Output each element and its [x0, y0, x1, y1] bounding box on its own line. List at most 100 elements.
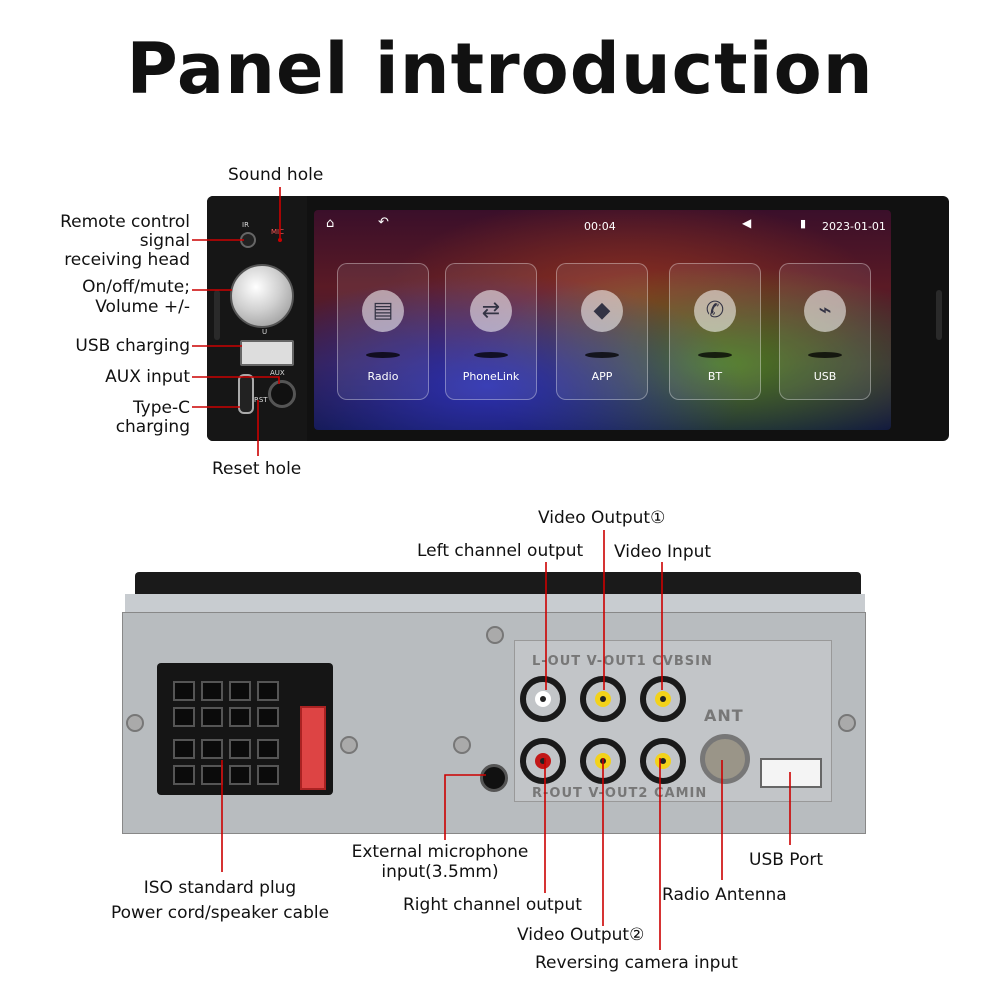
right-clip	[936, 290, 942, 340]
screw	[838, 714, 856, 732]
iso-pin	[257, 739, 279, 759]
iso-connector[interactable]	[157, 663, 333, 795]
iso-pin	[173, 739, 195, 759]
silk-ant: ANT	[704, 706, 744, 725]
screw	[453, 736, 471, 754]
link-icon: ⇄	[470, 290, 512, 332]
rear-usb-port[interactable]	[760, 758, 822, 788]
line-ext-mic	[444, 774, 486, 840]
app-tile-app[interactable]: ◆ APP	[556, 263, 648, 400]
typec-port[interactable]	[238, 374, 254, 414]
rca-video-out1[interactable]	[580, 676, 626, 722]
rst-mark: RST	[254, 396, 268, 404]
tile-shadow	[808, 352, 842, 358]
rca-pin	[660, 758, 666, 764]
iso-pin	[173, 765, 195, 785]
label-sound-hole: Sound hole	[228, 165, 324, 185]
radio-icon: ▤	[362, 290, 404, 332]
ir-mark: IR	[242, 221, 249, 229]
iso-pin	[257, 681, 279, 701]
label-video-out2: Video Output②	[517, 925, 645, 945]
iso-pin	[173, 681, 195, 701]
rca-pin	[540, 758, 546, 764]
rca-pin	[600, 696, 606, 702]
label-onoff-2: Volume +/-	[95, 297, 190, 317]
label-video-input: Video Input	[614, 542, 712, 562]
label-typec-2: charging	[115, 417, 190, 437]
app-label: USB	[813, 370, 837, 383]
app-tile-radio[interactable]: ▤ Radio	[337, 263, 429, 400]
iso-pin	[257, 707, 279, 727]
tile-shadow	[366, 352, 400, 358]
label-ext-mic-1: External microphone	[351, 842, 529, 862]
rca-right-out[interactable]	[520, 738, 566, 784]
label-reset-hole: Reset hole	[212, 459, 302, 479]
tile-shadow	[585, 352, 619, 358]
mic-mark: MIC	[271, 228, 284, 236]
front-usb-port[interactable]	[240, 340, 294, 366]
label-remote-3: receiving head	[64, 250, 190, 270]
label-reversing: Reversing camera input	[535, 953, 738, 973]
label-iso-2: Power cord/speaker cable	[110, 903, 330, 923]
label-radio-antenna: Radio Antenna	[662, 885, 787, 905]
label-iso-1: ISO standard plug	[143, 878, 297, 898]
label-usb-charging: USB charging	[75, 336, 190, 356]
iso-pin	[201, 739, 223, 759]
tile-shadow	[698, 352, 732, 358]
battery-icon: ▮	[800, 217, 807, 230]
iso-pin	[201, 681, 223, 701]
status-bar: ⌂ ↶ 00:04 ◀ ▮ 2023-01-01	[314, 212, 891, 238]
app-tile-usb[interactable]: ⌁ USB	[779, 263, 871, 400]
clock: 00:04	[584, 220, 616, 233]
line-aux	[192, 376, 280, 384]
label-right-channel: Right channel output	[403, 895, 582, 915]
iso-pin	[173, 707, 195, 727]
iso-pin	[257, 765, 279, 785]
home-icon[interactable]: ⌂	[326, 216, 335, 231]
label-onoff-1: On/off/mute;	[82, 277, 190, 297]
iso-pin	[229, 707, 251, 727]
label-left-channel: Left channel output	[417, 541, 584, 561]
app-tile-bt[interactable]: ✆ BT	[669, 263, 761, 400]
silk-bottom: R-OUT V-OUT2 CAMIN	[532, 786, 708, 801]
volume-knob[interactable]	[230, 264, 294, 328]
app-label: APP	[591, 370, 613, 383]
screw	[340, 736, 358, 754]
label-aux-input: AUX input	[105, 367, 190, 387]
label-usb-port: USB Port	[749, 850, 824, 870]
left-clip	[214, 290, 220, 340]
app-label: Radio	[367, 370, 399, 383]
rca-pin	[540, 696, 546, 702]
aux-jack[interactable]	[268, 380, 296, 408]
silk-top: L-OUT V-OUT1 CVBSIN	[532, 654, 713, 669]
rca-left-out[interactable]	[520, 676, 566, 722]
app-label: PhoneLink	[462, 370, 520, 383]
label-typec-1: Type-C	[132, 398, 190, 418]
fuse	[300, 706, 326, 790]
phone-icon: ✆	[694, 290, 736, 332]
usb-mark: U	[262, 328, 268, 336]
iso-pin	[229, 681, 251, 701]
label-video-out1: Video Output①	[538, 508, 666, 528]
usb-icon: ⌁	[804, 290, 846, 332]
iso-pin	[201, 707, 223, 727]
rca-pin	[660, 696, 666, 702]
rca-camera-in[interactable]	[640, 738, 686, 784]
app-tile-phonelink[interactable]: ⇄ PhoneLink	[445, 263, 537, 400]
screw	[126, 714, 144, 732]
label-ext-mic-2: input(3.5mm)	[381, 862, 499, 882]
screw	[486, 626, 504, 644]
rca-video-in[interactable]	[640, 676, 686, 722]
app-label: BT	[707, 370, 723, 383]
volume-icon[interactable]: ◀	[742, 216, 752, 230]
mic-jack[interactable]	[480, 764, 508, 792]
date: 2023-01-01	[822, 220, 886, 233]
apps-icon: ◆	[581, 290, 623, 332]
label-remote-2: signal	[139, 231, 190, 251]
back-icon[interactable]: ↶	[378, 215, 389, 230]
sound-hole	[278, 238, 282, 242]
aux-mark: AUX	[270, 369, 285, 377]
antenna-socket[interactable]	[700, 734, 750, 784]
iso-pin	[229, 739, 251, 759]
